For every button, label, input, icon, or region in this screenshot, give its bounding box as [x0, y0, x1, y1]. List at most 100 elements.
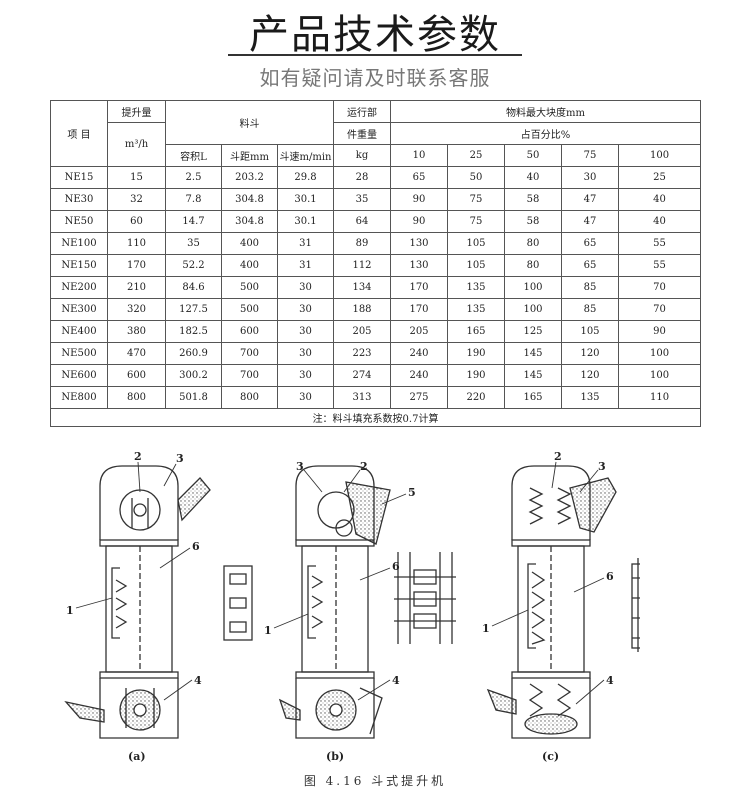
cell-model: NE800 [50, 386, 108, 409]
cell-pitch: 400 [221, 232, 278, 255]
header-row-1: 项 目 提升量 料斗 运行部 物料最大块度mm [50, 100, 702, 167]
cell-speed: 30 [277, 298, 334, 321]
cell-p50: 145 [504, 364, 562, 387]
cell-p100: 70 [617, 276, 702, 299]
discharge-chute-c [569, 477, 617, 533]
cell-pitch: 600 [221, 320, 278, 343]
header-row-2: m³/h 件重量 占百分比% [51, 122, 702, 167]
header-p50: 50 [504, 144, 562, 167]
cell-weight: 64 [333, 210, 391, 233]
bucket-chain-b [307, 565, 324, 639]
boot-flange-a [99, 671, 179, 679]
cell-weight: 134 [333, 276, 391, 299]
callout-2-a: 2 [134, 450, 142, 463]
header-lump: 物料最大块度mm [389, 100, 702, 123]
cell-p75: 47 [561, 210, 619, 233]
head-pulley-b [317, 491, 355, 529]
header-weight-unit: kg [333, 144, 391, 167]
elevator-diagram-a [64, 465, 253, 739]
cell-volume: 182.5 [165, 320, 222, 343]
head-flange-a [99, 539, 179, 547]
cell-capacity: 170 [107, 254, 166, 277]
cell-model: NE200 [50, 276, 108, 299]
cell-p50: 145 [504, 342, 562, 365]
cell-capacity: 210 [107, 276, 166, 299]
cell-p10: 170 [390, 276, 448, 299]
cell-pitch: 800 [221, 386, 278, 409]
cell-model: NE600 [50, 364, 108, 387]
cell-model: NE300 [50, 298, 108, 321]
cell-p75: 85 [561, 298, 619, 321]
callout-3-c: 3 [598, 460, 606, 473]
discharge-chute-a [177, 477, 211, 522]
bucket-chain-a [111, 567, 128, 639]
cell-p25: 105 [447, 232, 505, 255]
cell-capacity: 600 [107, 364, 166, 387]
cell-p25: 190 [447, 342, 505, 365]
cell-p50: 100 [504, 276, 562, 299]
cell-volume: 2.5 [165, 166, 222, 189]
cell-speed: 31 [277, 232, 334, 255]
cell-weight: 274 [333, 364, 391, 387]
cell-pitch: 700 [221, 364, 278, 387]
cell-p10: 65 [390, 166, 448, 189]
header-weight-line2: 件重量 [333, 122, 391, 145]
cell-weight: 223 [333, 342, 391, 365]
panel-label-b: (b) [326, 750, 344, 763]
cell-volume: 501.8 [165, 386, 222, 409]
cell-weight: 28 [333, 166, 391, 189]
cell-volume: 84.6 [165, 276, 222, 299]
cell-p75: 85 [561, 276, 619, 299]
cell-speed: 30 [277, 364, 334, 387]
cell-p75: 120 [561, 364, 619, 387]
cell-capacity: 110 [107, 232, 166, 255]
cell-volume: 127.5 [165, 298, 222, 321]
cell-pitch: 203.2 [221, 166, 278, 189]
cell-weight: 35 [333, 188, 391, 211]
cell-speed: 30 [277, 386, 334, 409]
cell-p75: 65 [561, 254, 619, 277]
bucket-elevator-figure: 1 2 3 4 6 1 2 3 4 5 6 1 2 3 4 6 (a) (b) … [64, 450, 640, 763]
callout-4-b: 4 [392, 674, 400, 687]
cell-p75: 135 [561, 386, 619, 409]
callout-4-c: 4 [606, 674, 614, 687]
header-row-3: 容积L 斗距mm 斗速m/min kg 10 25 50 75 100 [51, 144, 702, 167]
head-housing-c [511, 465, 591, 540]
cell-p10: 240 [390, 342, 448, 365]
cell-p25: 165 [447, 320, 505, 343]
callout-6-b: 6 [392, 560, 400, 573]
cell-weight: 112 [333, 254, 391, 277]
cell-speed: 29.8 [277, 166, 334, 189]
cell-model: NE150 [50, 254, 108, 277]
elevator-diagram-c [486, 465, 640, 739]
cell-p25: 220 [447, 386, 505, 409]
cell-pitch: 304.8 [221, 210, 278, 233]
cell-capacity: 60 [107, 210, 166, 233]
cell-volume: 52.2 [165, 254, 222, 277]
cell-p25: 190 [447, 364, 505, 387]
page-title: 产品技术参数 [249, 12, 501, 58]
callout-leaders [75, 461, 605, 705]
cell-p50: 125 [504, 320, 562, 343]
cell-p50: 165 [504, 386, 562, 409]
cell-p25: 135 [447, 276, 505, 299]
callout-2-b: 2 [360, 460, 368, 473]
cell-p50: 40 [504, 166, 562, 189]
boot-housing-a [99, 678, 179, 739]
header-capacity-unit: m³/h [107, 122, 166, 167]
cell-p25: 50 [447, 166, 505, 189]
cell-capacity: 470 [107, 342, 166, 365]
cell-p100: 110 [617, 386, 702, 409]
header-p10: 10 [390, 144, 448, 167]
cell-p100: 100 [617, 342, 702, 365]
cell-p10: 130 [390, 254, 448, 277]
callout-1-b: 1 [264, 624, 272, 637]
header-bucket: 料斗 [165, 100, 334, 145]
cell-model: NE50 [50, 210, 108, 233]
cell-pitch: 700 [221, 342, 278, 365]
cell-capacity: 15 [107, 166, 166, 189]
